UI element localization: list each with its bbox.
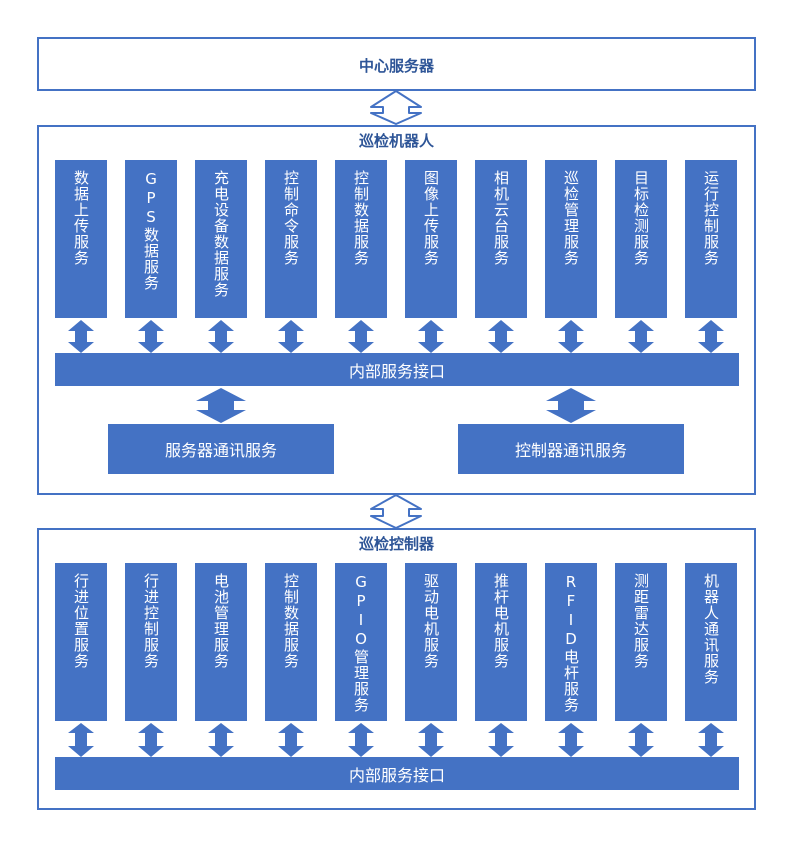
controller-service-label: 测距雷达服务 (632, 573, 650, 669)
robot-service-box: 巡检管理服务 (545, 160, 597, 318)
controller-frame-title: 巡检控制器 (358, 535, 434, 553)
double-arrow-icon (628, 723, 654, 757)
robot-frame-title: 巡检机器人 (358, 132, 434, 150)
controller-service-box: 测距雷达服务 (615, 563, 667, 721)
double-arrow-icon (278, 320, 304, 353)
double-arrow-icon (138, 320, 164, 353)
outline-double-arrow-icon (370, 90, 422, 125)
controller-service-box: 推杆电机服务 (475, 563, 527, 721)
robot-service-box: 数据上传服务 (55, 160, 107, 318)
controller-service-label: 机器人通讯服务 (702, 573, 720, 685)
controller-service-label: 行进控制服务 (142, 573, 160, 669)
robot-service-label: 充电设备数据服务 (212, 170, 230, 298)
controller-service-box: 控制数据服务 (265, 563, 317, 721)
double-arrow-icon (558, 723, 584, 757)
controller-service-label: 驱动电机服务 (422, 573, 440, 669)
controller-service-box: RFID电杆服务 (545, 563, 597, 721)
controller-service-box: 驱动电机服务 (405, 563, 457, 721)
double-arrow-icon (68, 723, 94, 757)
double-arrow-icon (488, 320, 514, 353)
controller-internal-interface-bar: 内部服务接口 (55, 757, 739, 790)
robot-service-box: 控制命令服务 (265, 160, 317, 318)
server-comm-service-label: 服务器通讯服务 (164, 441, 277, 460)
double-arrow-icon (418, 320, 444, 353)
robot-service-label: 目标检测服务 (632, 170, 650, 266)
robot-service-label: 巡检管理服务 (562, 170, 580, 266)
controller-comm-service-label: 控制器通讯服务 (514, 441, 627, 460)
robot-service-box: 控制数据服务 (335, 160, 387, 318)
double-arrow-icon (68, 320, 94, 353)
robot-service-label: 控制命令服务 (282, 170, 300, 266)
controller-service-box: 行进位置服务 (55, 563, 107, 721)
double-arrow-icon (488, 723, 514, 757)
robot-service-label: 相机云台服务 (492, 170, 510, 266)
double-arrow-icon (558, 320, 584, 353)
robot-service-label: 数据上传服务 (72, 170, 90, 266)
controller-service-label: 电池管理服务 (212, 573, 230, 669)
robot-internal-interface-label: 内部服务接口 (348, 361, 445, 381)
robot-service-label: 图像上传服务 (422, 170, 440, 266)
double-arrow-icon (698, 723, 724, 757)
robot-service-box: 目标检测服务 (615, 160, 667, 318)
double-arrow-icon (208, 320, 234, 353)
server-comm-service-box: 服务器通讯服务 (108, 424, 334, 474)
outline-double-arrow-icon (370, 494, 422, 529)
controller-service-label: RFID电杆服务 (562, 573, 580, 713)
double-arrow-icon (138, 723, 164, 757)
double-arrow-icon (348, 723, 374, 757)
double-arrow-icon (698, 320, 724, 353)
double-arrow-icon (196, 388, 246, 423)
central-server-box: 中心服务器 (37, 37, 756, 91)
robot-service-box: 充电设备数据服务 (195, 160, 247, 318)
controller-service-box: 电池管理服务 (195, 563, 247, 721)
controller-service-label: 推杆电机服务 (492, 573, 510, 669)
double-arrow-icon (348, 320, 374, 353)
controller-service-label: GPIO管理服务 (352, 573, 370, 713)
robot-internal-interface-bar: 内部服务接口 (55, 353, 739, 386)
controller-comm-service-box: 控制器通讯服务 (458, 424, 684, 474)
controller-service-box: 行进控制服务 (125, 563, 177, 721)
robot-service-label: 控制数据服务 (352, 170, 370, 266)
robot-service-label: GPS数据服务 (142, 170, 160, 291)
robot-service-box: GPS数据服务 (125, 160, 177, 318)
double-arrow-icon (546, 388, 596, 423)
robot-service-box: 运行控制服务 (685, 160, 737, 318)
controller-service-label: 行进位置服务 (72, 573, 90, 669)
controller-service-box: GPIO管理服务 (335, 563, 387, 721)
robot-service-box: 相机云台服务 (475, 160, 527, 318)
robot-service-box: 图像上传服务 (405, 160, 457, 318)
controller-internal-interface-label: 内部服务接口 (348, 765, 445, 785)
central-server-title: 中心服务器 (358, 57, 434, 75)
controller-service-label: 控制数据服务 (282, 573, 300, 669)
double-arrow-icon (628, 320, 654, 353)
double-arrow-icon (418, 723, 444, 757)
double-arrow-icon (208, 723, 234, 757)
controller-service-box: 机器人通讯服务 (685, 563, 737, 721)
double-arrow-icon (278, 723, 304, 757)
robot-service-label: 运行控制服务 (702, 170, 720, 266)
